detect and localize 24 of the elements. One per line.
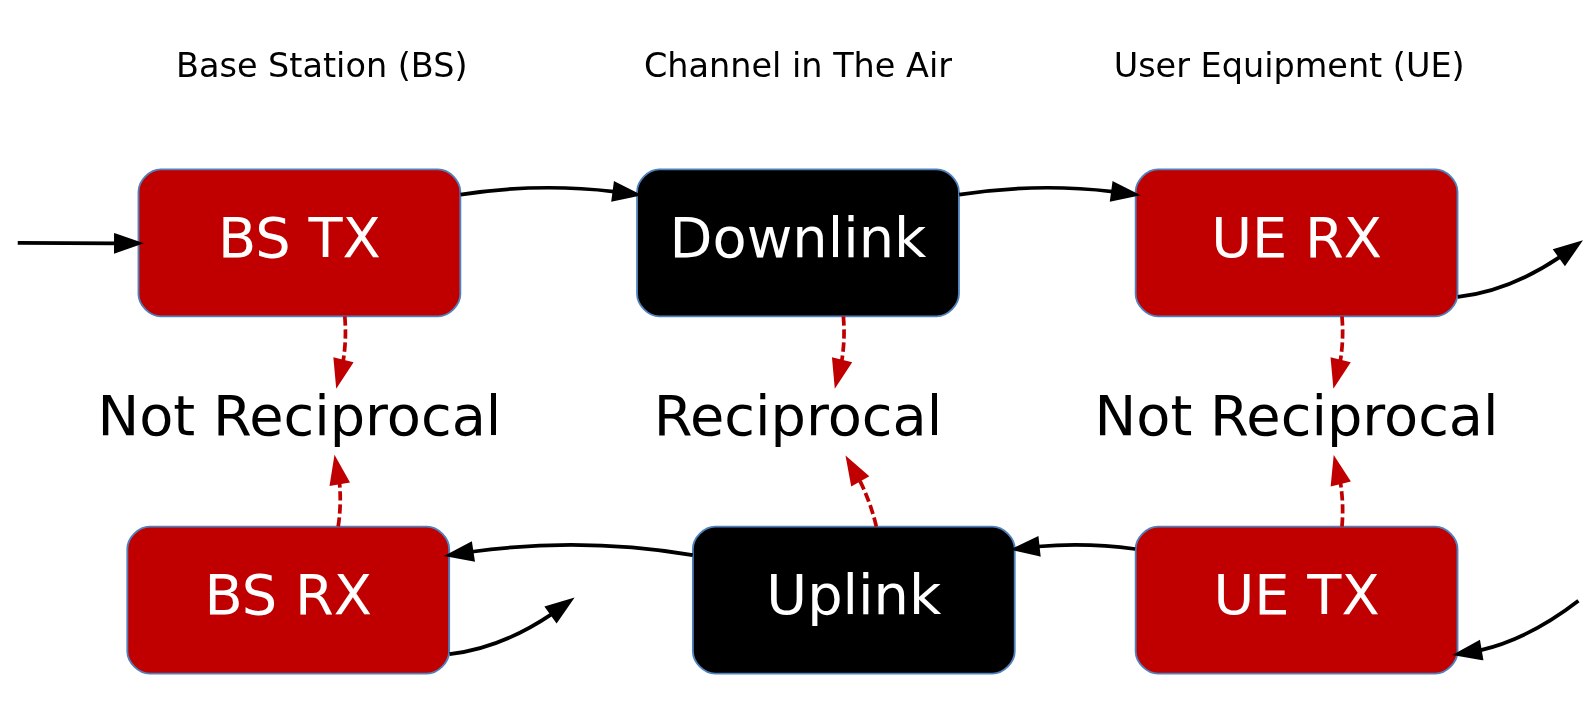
arrow bbox=[1452, 599, 1580, 661]
arrow bbox=[1457, 240, 1583, 299]
arrow bbox=[831, 316, 853, 389]
arrow bbox=[17, 232, 144, 254]
node-box: BS TX bbox=[137, 168, 462, 318]
arrow bbox=[845, 455, 879, 528]
node-box: Uplink bbox=[691, 525, 1016, 675]
arrow bbox=[449, 597, 575, 656]
arrow bbox=[1330, 454, 1351, 527]
label: Base Station (BS) bbox=[175, 46, 468, 86]
arrow bbox=[329, 454, 350, 527]
node-box: Downlink bbox=[636, 168, 960, 318]
label: Channel in The Air bbox=[643, 46, 953, 86]
node-text: Not Reciprocal bbox=[97, 383, 502, 449]
arrow bbox=[333, 316, 354, 389]
node-box: UE TX bbox=[1134, 525, 1459, 675]
arrow bbox=[958, 181, 1141, 202]
arrow bbox=[443, 541, 693, 562]
node-box: BS RX bbox=[126, 525, 451, 675]
node-text: Reciprocal bbox=[653, 383, 943, 449]
label: User Equipment (UE) bbox=[1113, 46, 1465, 86]
arrow bbox=[1330, 316, 1351, 389]
node-text: Not Reciprocal bbox=[1094, 383, 1499, 449]
node-box: UE RX bbox=[1134, 168, 1459, 318]
